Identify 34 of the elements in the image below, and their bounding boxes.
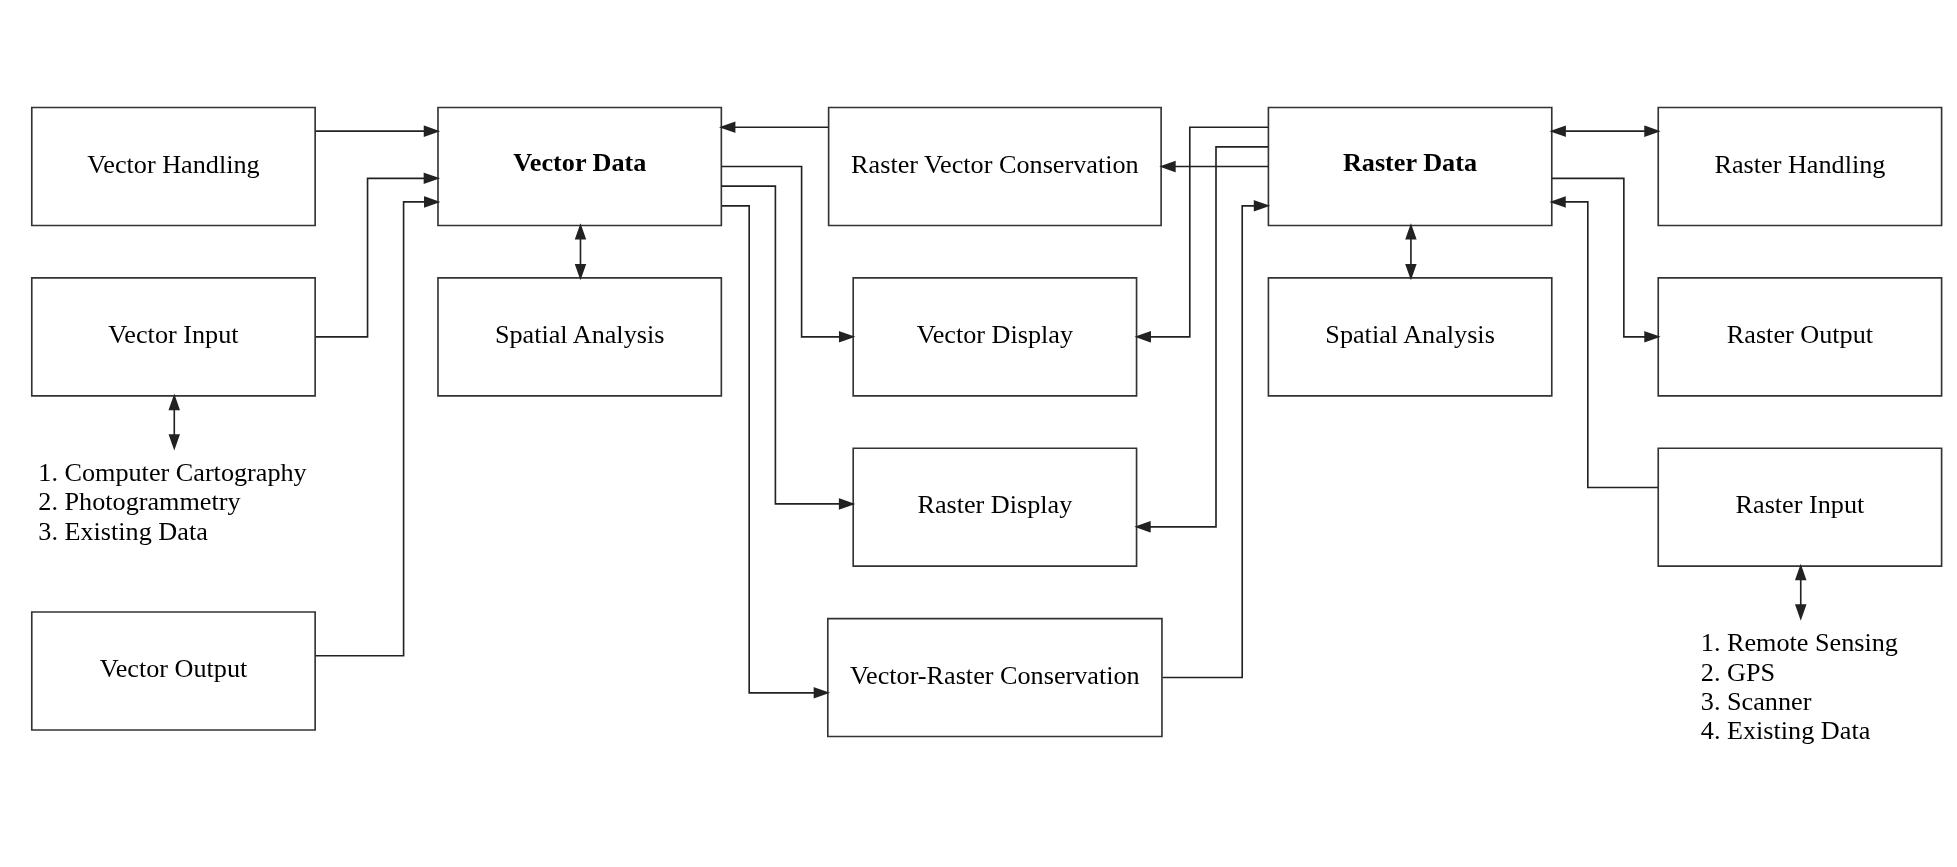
arrow <box>1551 177 1661 343</box>
arrow <box>721 205 831 699</box>
arrow <box>314 172 441 338</box>
node-box: Raster Handling <box>1657 106 1943 227</box>
node-box: Raster Display <box>852 447 1138 567</box>
node-box: Raster Input <box>1657 447 1943 567</box>
node-box: Spatial Analysis <box>437 277 723 397</box>
node-box: Raster Vector Conservation <box>827 106 1162 227</box>
arrow <box>314 125 441 137</box>
node-box: Vector-Raster Conservation <box>827 617 1163 738</box>
node-box: Raster Output <box>1657 277 1943 397</box>
arrow <box>168 393 180 451</box>
node-box: Vector Display <box>852 277 1138 397</box>
arrow <box>574 223 587 281</box>
node-box: Vector Output <box>30 611 316 731</box>
arrow <box>1549 196 1659 489</box>
node-text: 1. Computer Cartography 2. Photogrammetry 3. Existing Data <box>38 457 307 546</box>
arrow <box>1161 200 1271 679</box>
node-box: Vector Data <box>437 106 723 227</box>
arrow <box>314 196 441 657</box>
arrow <box>720 165 856 343</box>
node-box: Vector Handling <box>30 106 316 227</box>
arrow <box>720 185 856 510</box>
node-box: Spatial Analysis <box>1267 277 1553 397</box>
arrow <box>1134 146 1269 533</box>
node-text: 1. Remote Sensing 2. GPS 3. Scanner 4. Existing Data <box>1700 628 1898 746</box>
arrow <box>1795 563 1807 621</box>
arrow <box>719 121 830 133</box>
arrow <box>1549 125 1661 137</box>
node-box: Raster Data <box>1267 106 1553 227</box>
arrow <box>1159 160 1270 173</box>
arrow <box>1134 126 1269 343</box>
arrow <box>1405 223 1417 281</box>
node-box: Vector Input <box>30 277 316 397</box>
